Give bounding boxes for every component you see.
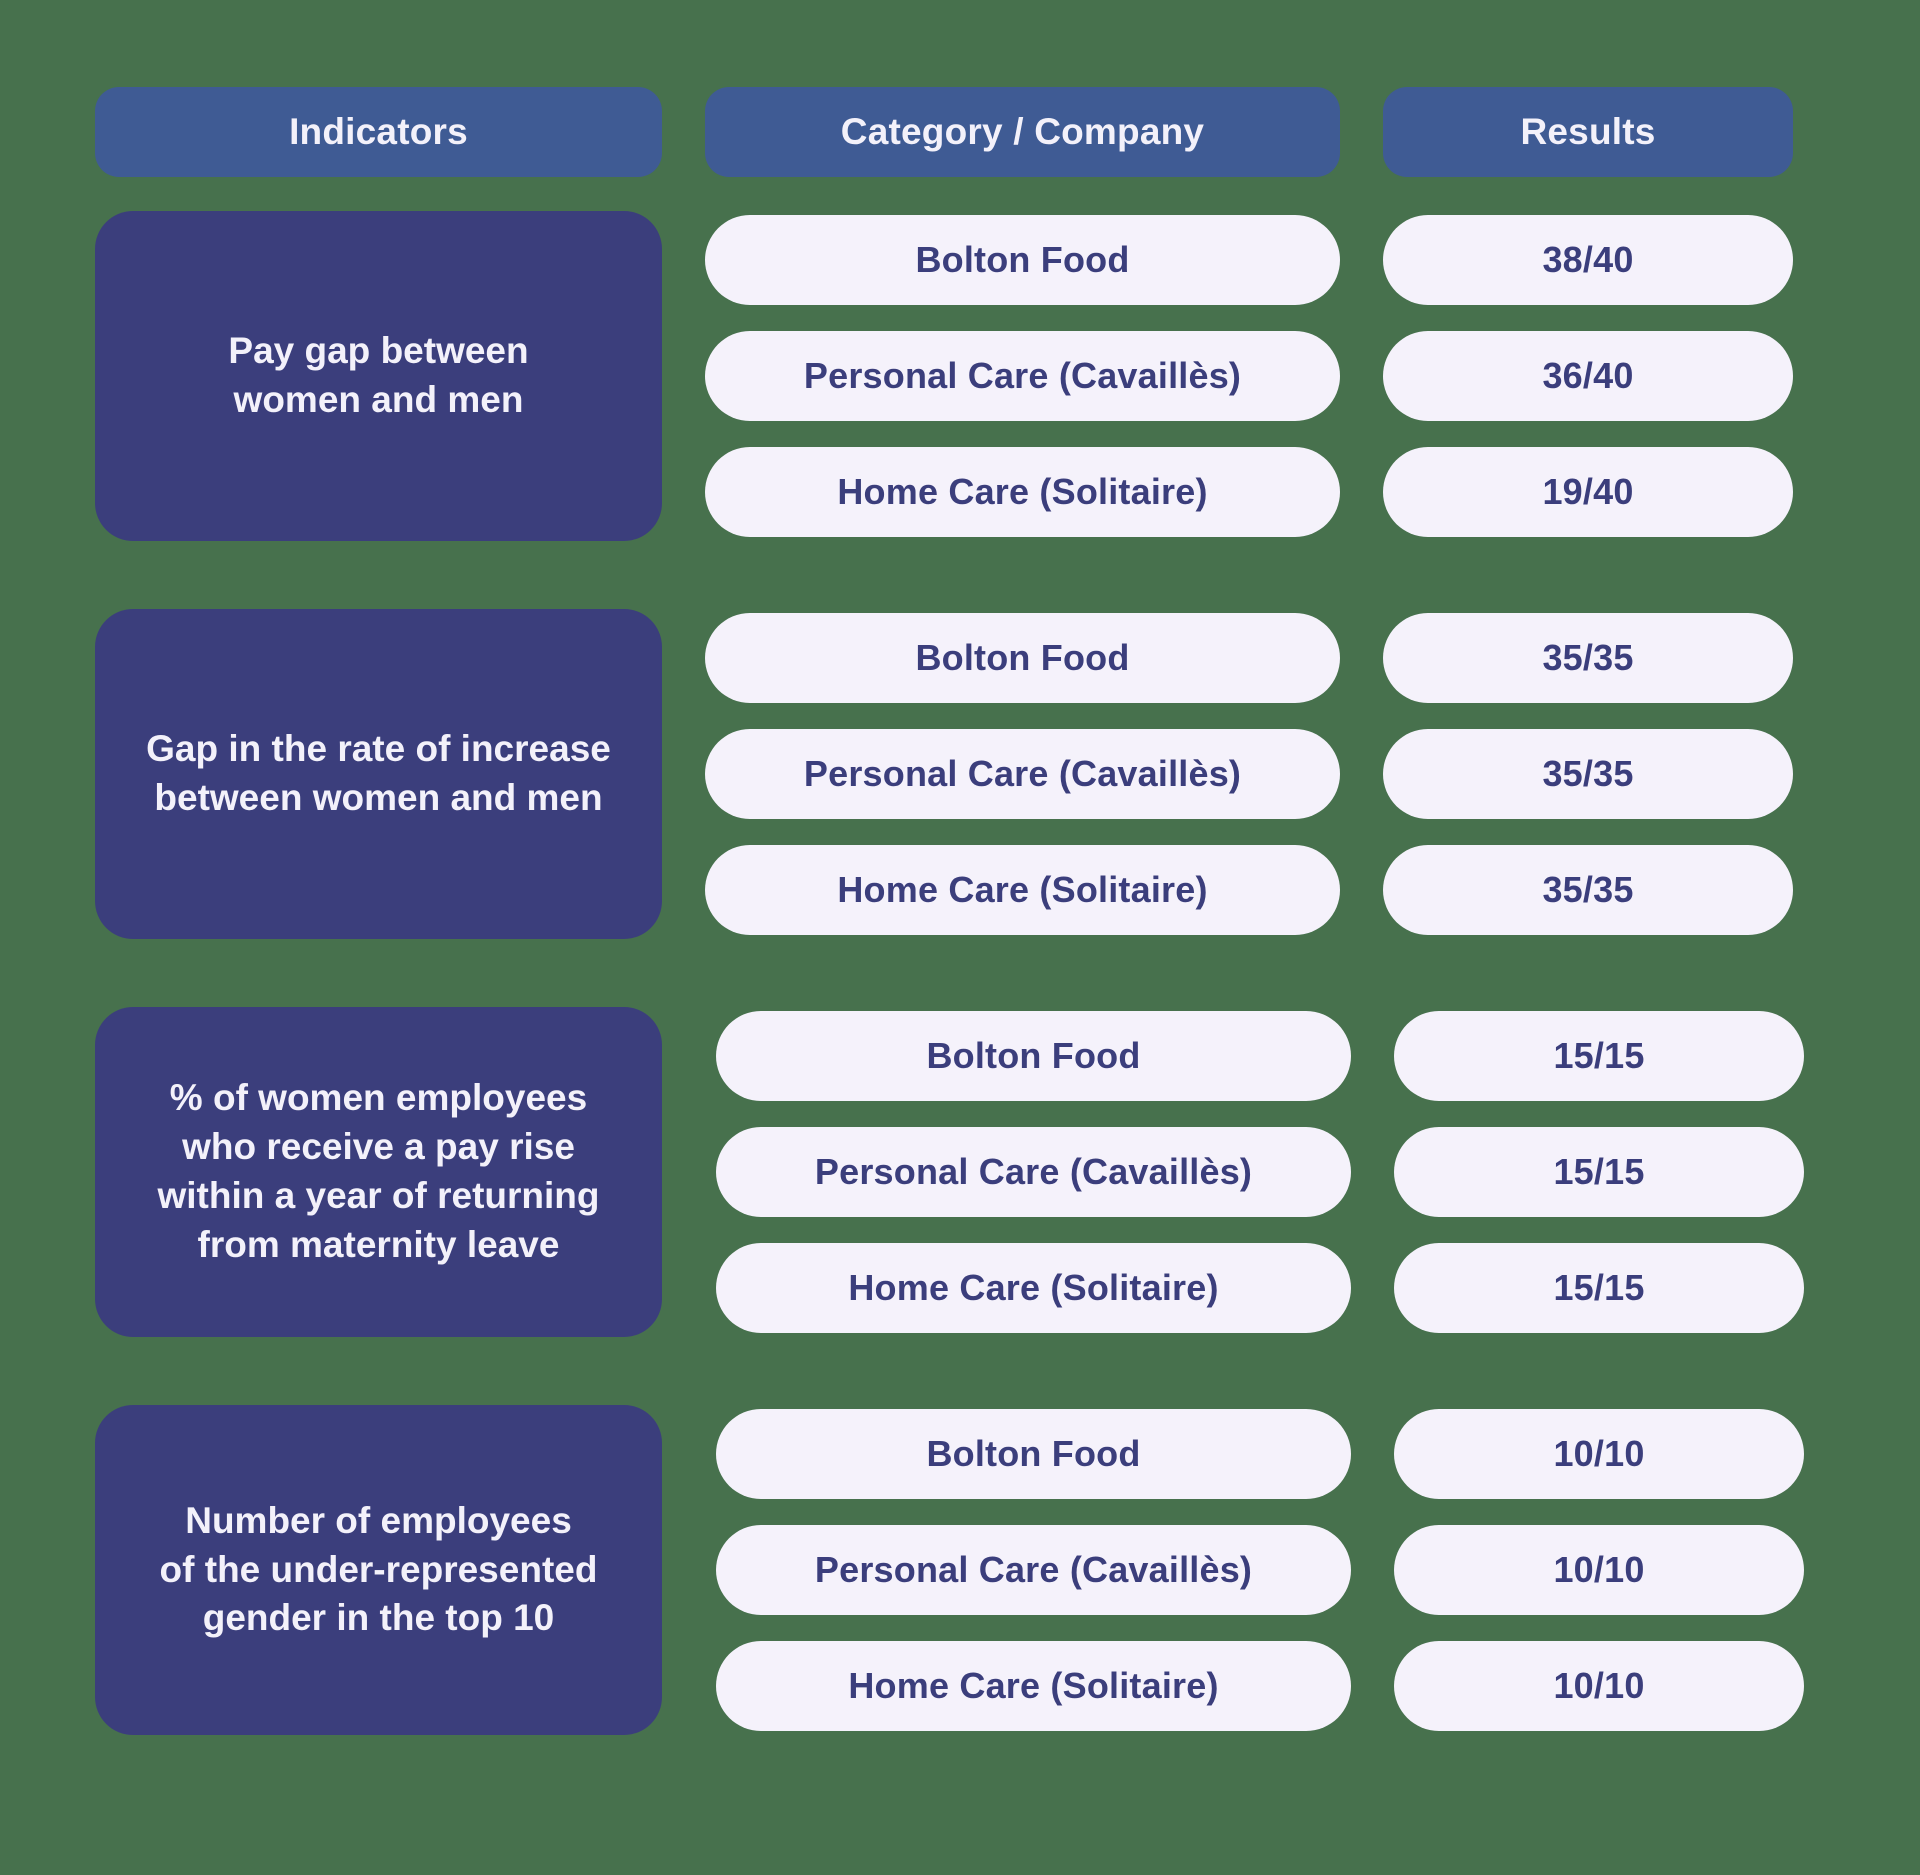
indicator-group-under-represented-top10: Number of employees of the under-represe… [95,1405,1920,1735]
results-stack: 38/40 36/40 19/40 [1383,211,1793,541]
indicator-card: % of women employees who receive a pay r… [95,1007,662,1337]
indicator-card: Pay gap between women and men [95,211,662,541]
result-pill: 35/35 [1383,729,1793,819]
category-pill: Bolton Food [716,1011,1351,1101]
indicator-card: Gap in the rate of increase between wome… [95,609,662,939]
result-pill: 19/40 [1383,447,1793,537]
category-pill: Home Care (Solitaire) [716,1641,1351,1731]
category-pill: Bolton Food [705,215,1340,305]
category-pill: Bolton Food [716,1409,1351,1499]
result-pill: 35/35 [1383,845,1793,935]
result-pill: 38/40 [1383,215,1793,305]
column-header-results: Results [1383,87,1793,177]
result-pill: 10/10 [1394,1409,1804,1499]
result-pill: 10/10 [1394,1525,1804,1615]
indicator-label: Number of employees of the under-represe… [159,1499,598,1639]
column-header-indicators: Indicators [95,87,662,177]
category-stack: Bolton Food Personal Care (Cavaillès) Ho… [716,1405,1351,1735]
results-stack: 15/15 15/15 15/15 [1394,1007,1804,1337]
indicator-label: Gap in the rate of increase between wome… [146,728,611,818]
result-pill: 15/15 [1394,1127,1804,1217]
category-pill: Home Care (Solitaire) [716,1243,1351,1333]
indicator-group-rate-of-increase: Gap in the rate of increase between wome… [95,609,1920,939]
category-pill: Personal Care (Cavaillès) [716,1127,1351,1217]
indicator-group-maternity-pay-rise: % of women employees who receive a pay r… [95,1007,1920,1337]
result-pill: 15/15 [1394,1243,1804,1333]
header-row: Indicators Category / Company Results [95,87,1920,177]
category-pill: Bolton Food [705,613,1340,703]
indicator-label: % of women employees who receive a pay r… [157,1077,600,1265]
indicator-card: Number of employees of the under-represe… [95,1405,662,1735]
category-pill: Personal Care (Cavaillès) [705,729,1340,819]
category-pill: Personal Care (Cavaillès) [705,331,1340,421]
result-pill: 36/40 [1383,331,1793,421]
result-pill: 15/15 [1394,1011,1804,1101]
indicator-label: Pay gap between women and men [228,330,529,420]
category-pill: Home Care (Solitaire) [705,447,1340,537]
category-pill: Personal Care (Cavaillès) [716,1525,1351,1615]
category-pill: Home Care (Solitaire) [705,845,1340,935]
category-stack: Bolton Food Personal Care (Cavaillès) Ho… [705,609,1340,939]
category-stack: Bolton Food Personal Care (Cavaillès) Ho… [705,211,1340,541]
category-stack: Bolton Food Personal Care (Cavaillès) Ho… [716,1007,1351,1337]
column-header-category-company: Category / Company [705,87,1340,177]
indicator-group-pay-gap: Pay gap between women and men Bolton Foo… [95,211,1920,541]
kpi-table: Indicators Category / Company Results Pa… [95,87,1920,1735]
results-stack: 10/10 10/10 10/10 [1394,1405,1804,1735]
result-pill: 10/10 [1394,1641,1804,1731]
results-stack: 35/35 35/35 35/35 [1383,609,1793,939]
result-pill: 35/35 [1383,613,1793,703]
